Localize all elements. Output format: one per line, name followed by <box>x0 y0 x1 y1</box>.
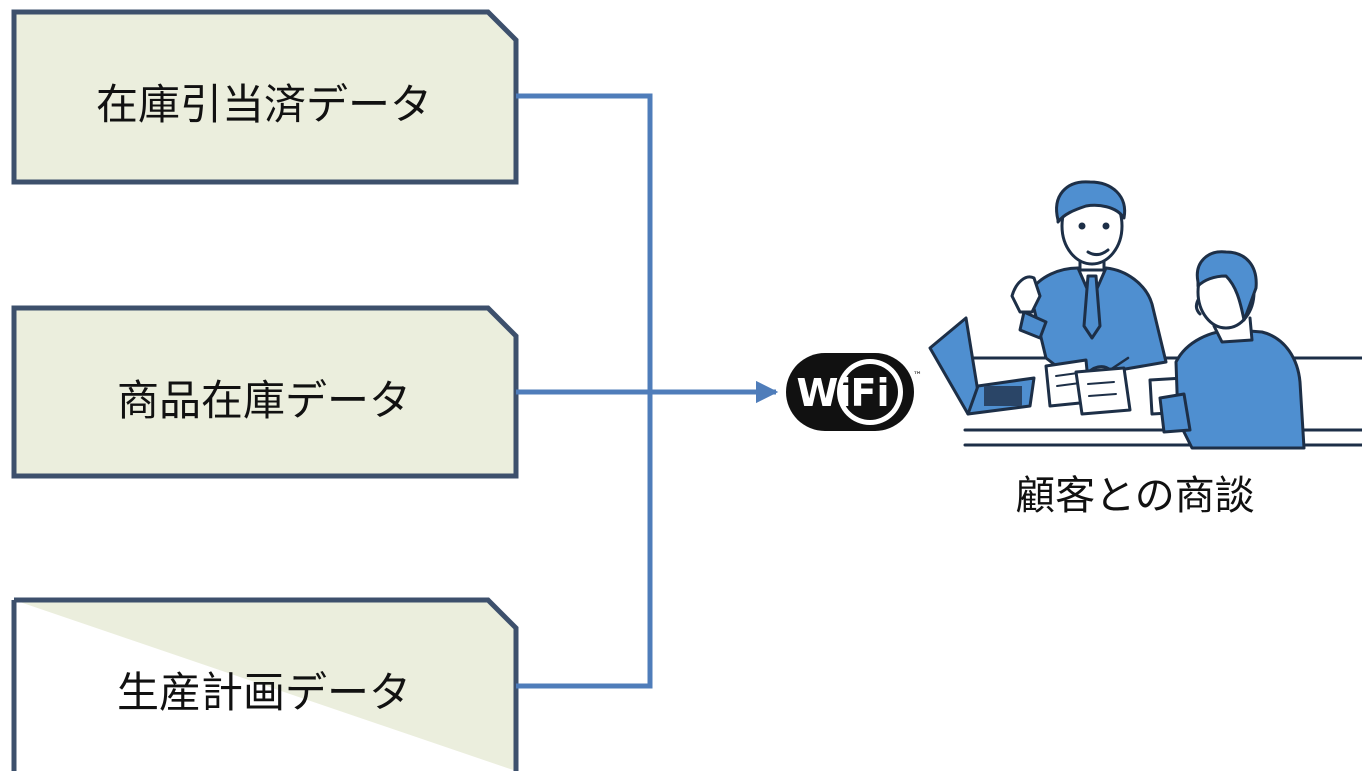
data-box-label-production-plan: 生産計画データ <box>116 668 411 717</box>
connector-lines <box>516 93 779 689</box>
data-box-production-plan <box>11 597 519 771</box>
wifi-logo-fi: Fi <box>851 371 890 415</box>
data-box-label-product-stock: 商品在庫データ <box>116 376 411 425</box>
wifi-logo: Wi Fi ™ <box>786 353 922 431</box>
documents <box>1044 358 1188 416</box>
wifi-logo-wi: Wi <box>797 371 852 415</box>
data-box-label-stock-allocated: 在庫引当済データ <box>95 80 432 129</box>
person-left <box>1010 180 1168 394</box>
data-box-product-stock <box>11 305 519 479</box>
wifi-logo-tm: ™ <box>913 371 922 381</box>
laptop <box>928 316 1036 416</box>
data-box-stock-allocated <box>11 9 519 185</box>
person-right <box>1158 250 1306 450</box>
meeting-caption: 顧客との商談 <box>1015 473 1255 519</box>
business-meeting-illustration <box>928 180 1362 450</box>
